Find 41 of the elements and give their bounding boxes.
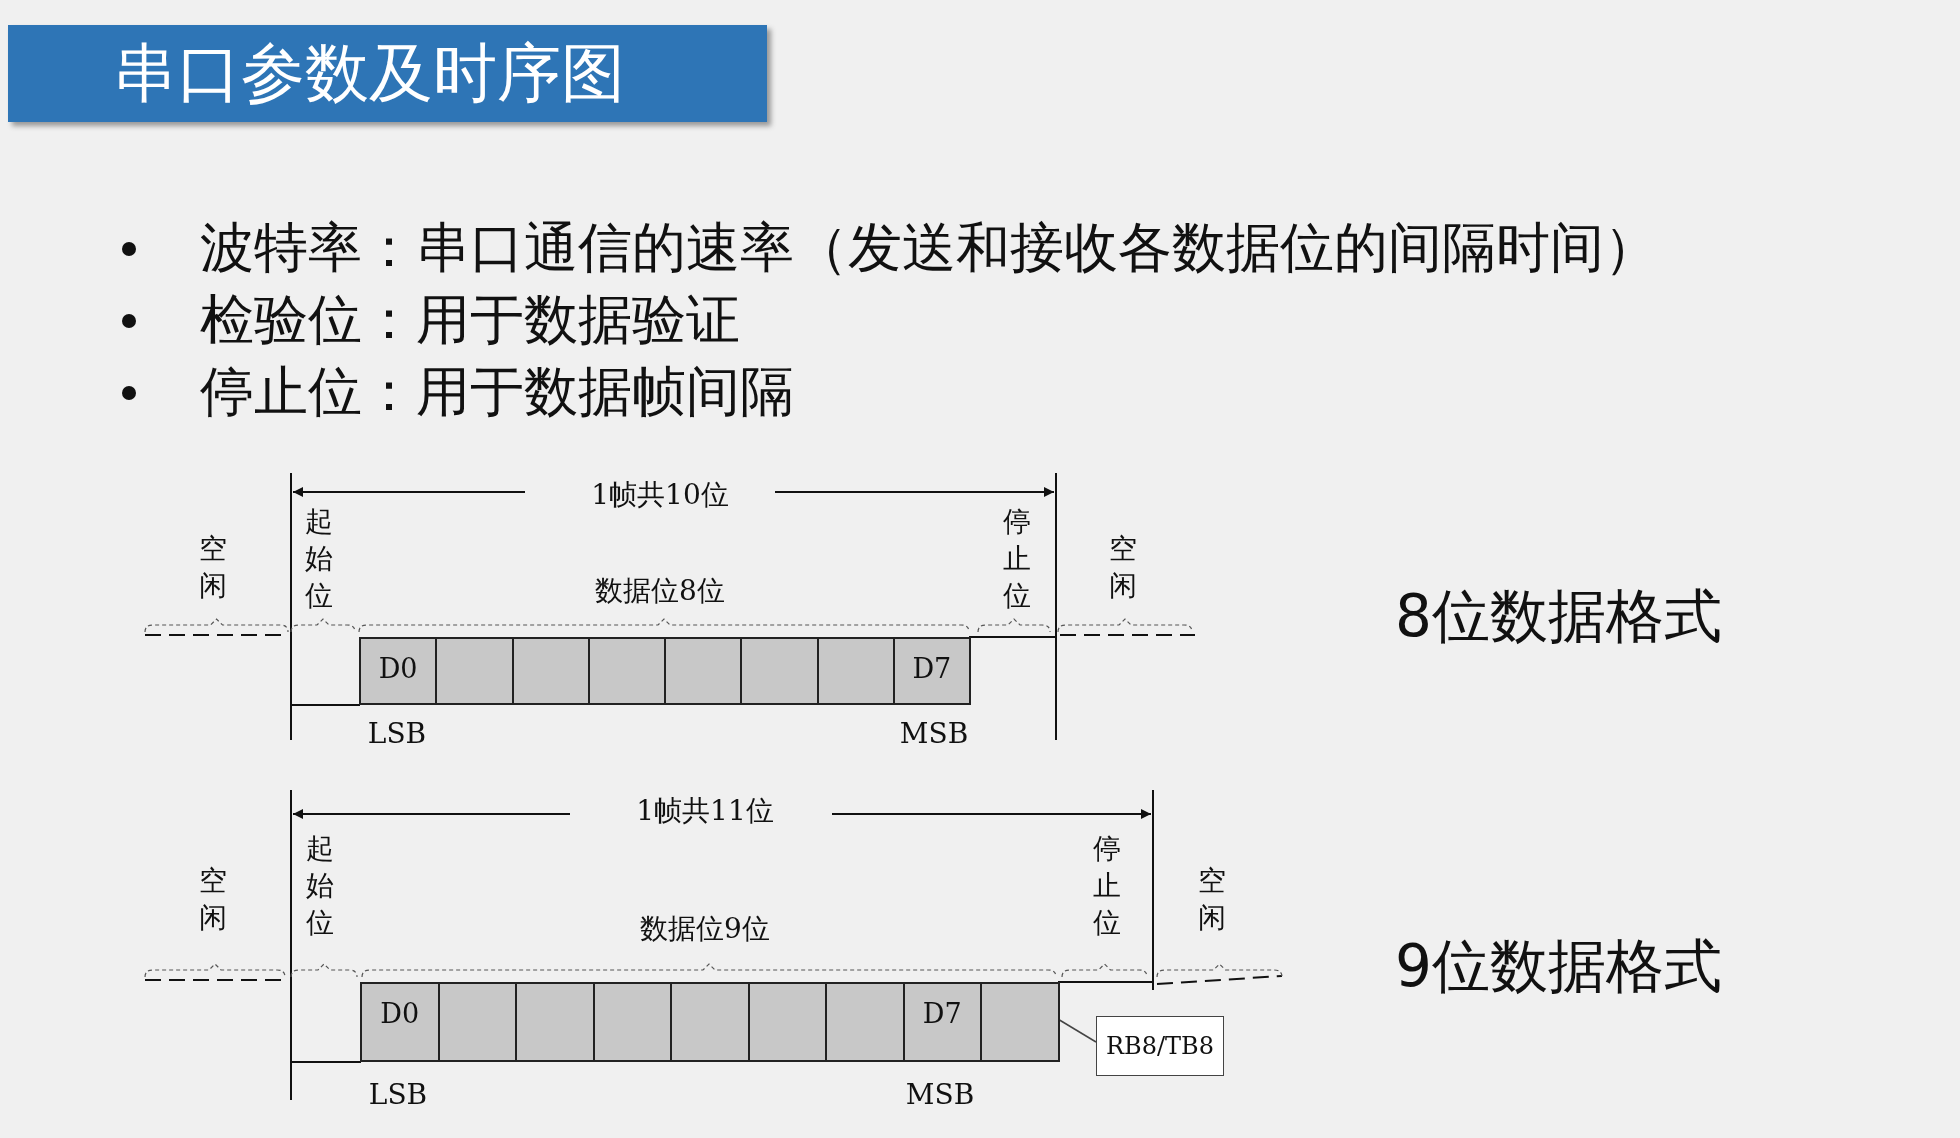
vertical-label: 空闲 — [1197, 863, 1227, 936]
bit-cell — [980, 982, 1060, 1062]
bit-cell — [740, 637, 819, 705]
diagram-label: 1帧共10位 — [591, 477, 729, 513]
bit-cell — [816, 637, 895, 705]
diagram-label: LSB — [367, 717, 427, 750]
title-banner: 串口参数及时序图 — [8, 25, 767, 122]
bit-cell: D0 — [360, 982, 440, 1062]
format-heading: 9位数据格式 — [1395, 931, 1722, 1002]
format-heading: 8位数据格式 — [1395, 581, 1722, 652]
diagram-label: 数据位8位 — [595, 573, 725, 609]
bullet-text: 检验位：用于数据验证 — [200, 287, 740, 353]
bullet-text: 停止位：用于数据帧间隔 — [200, 359, 794, 425]
bit-cell — [670, 982, 750, 1062]
bit-cell: D7 — [892, 637, 971, 705]
bit-cell — [515, 982, 595, 1062]
bit-cell — [825, 982, 905, 1062]
diagram-label: MSB — [899, 717, 969, 750]
vertical-label: 空闲 — [1108, 531, 1138, 604]
vertical-label: 停止位 — [1002, 504, 1032, 614]
bit-cell — [511, 637, 590, 705]
diagram-label: MSB — [905, 1078, 975, 1111]
callout-box: RB8/TB8 — [1096, 1016, 1224, 1076]
bit-cell — [664, 637, 743, 705]
leader-line — [1058, 1019, 1097, 1043]
vertical-label: 空闲 — [198, 863, 228, 936]
bit-cell: D7 — [902, 982, 982, 1062]
bit-cell — [435, 637, 514, 705]
vertical-label: 停止位 — [1092, 831, 1122, 941]
diagram-label: LSB — [368, 1078, 428, 1111]
bit-cell — [437, 982, 517, 1062]
bit-cell — [592, 982, 672, 1062]
bit-cell — [587, 637, 666, 705]
bullet-text: 波特率：串口通信的速率（发送和接收各数据位的间隔时间） — [200, 215, 1658, 281]
diagram-label: 1帧共11位 — [636, 793, 774, 829]
bit-cell — [747, 982, 827, 1062]
vertical-label: 起始位 — [305, 831, 335, 941]
bit-cell: D0 — [359, 637, 438, 705]
diagram-label: 数据位9位 — [640, 911, 770, 947]
vertical-label: 空闲 — [198, 531, 228, 604]
vertical-label: 起始位 — [304, 504, 334, 614]
